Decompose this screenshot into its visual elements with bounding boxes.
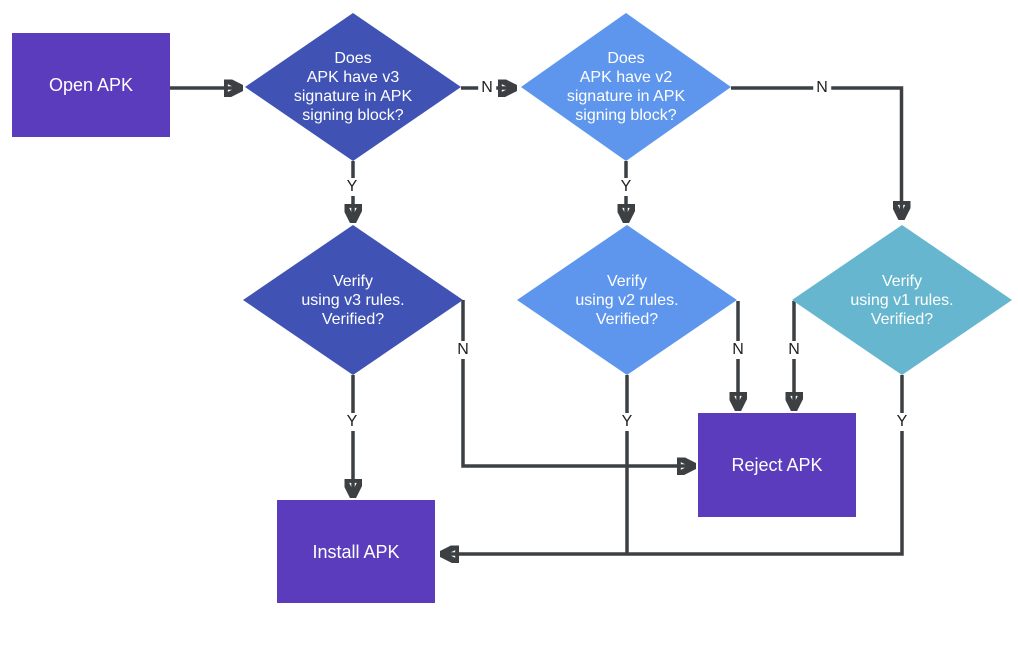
has-v3-signature-label: Does APK have v3 signature in APK signin… — [293, 50, 413, 124]
edge-label-verify-v3-yes: Y — [343, 413, 361, 431]
reject-apk-label: Reject APK — [731, 455, 823, 475]
reject-apk-node: Reject APK — [698, 413, 856, 517]
install-apk-label: Install APK — [312, 541, 400, 562]
edge-label-has-v2-yes: Y — [617, 178, 635, 196]
verify-v1-rules-label: Verify using v1 rules. Verified? — [850, 272, 954, 328]
edge-has-v2-no — [731, 86, 902, 214]
edge-label-verify-v2-yes: Y — [618, 413, 636, 431]
edge-label-has-v3-yes: Y — [343, 178, 361, 196]
edge-verify-v1-yes — [446, 375, 904, 554]
has-v2-signature-label: Does APK have v2 signature in APK signin… — [566, 50, 686, 124]
install-apk-node: Install APK — [277, 500, 435, 603]
verify-v3-rules-label: Verify using v3 rules. Verified? — [301, 272, 405, 328]
edge-label-verify-v2-no: N — [729, 341, 747, 359]
edge-label-verify-v3-no: N — [454, 341, 472, 359]
verify-v2-rules-label: Verify using v2 rules. Verified? — [575, 272, 679, 328]
edge-label-verify-v1-no: N — [785, 341, 803, 359]
open-apk-label: Open APK — [48, 75, 134, 95]
edge-label-verify-v1-yes: Y — [893, 413, 911, 431]
edge-label-has-v2-no: N — [813, 79, 831, 97]
open-apk-node: Open APK — [12, 33, 170, 137]
edge-label-has-v3-no: N — [478, 79, 496, 97]
